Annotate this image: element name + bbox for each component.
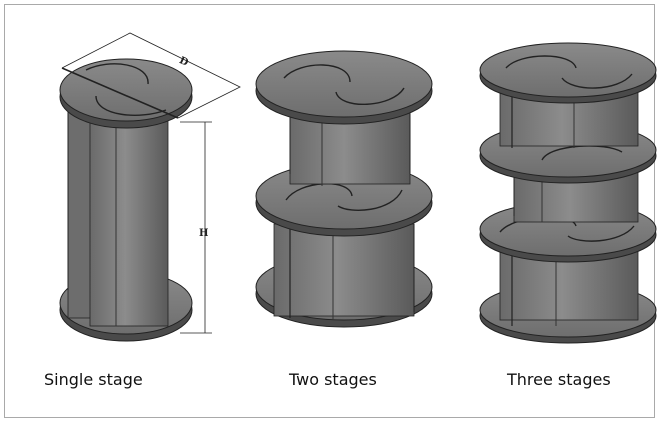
height-dimension: H xyxy=(180,121,212,334)
caption-three-stages: Three stages xyxy=(507,370,611,389)
rotor-single-stage: D H xyxy=(59,32,241,342)
rotor-three-stages xyxy=(479,42,657,344)
rotor-two-stages xyxy=(255,50,433,328)
lower-stage-blades xyxy=(273,223,415,320)
caption-single-stage: Single stage xyxy=(44,370,143,389)
top-end-plate xyxy=(255,50,433,125)
height-label: H xyxy=(199,228,208,239)
caption-two-stages: Two stages xyxy=(289,370,377,389)
top-end-plate xyxy=(479,42,657,104)
blade-body xyxy=(67,109,169,327)
top-end-plate xyxy=(59,58,193,129)
